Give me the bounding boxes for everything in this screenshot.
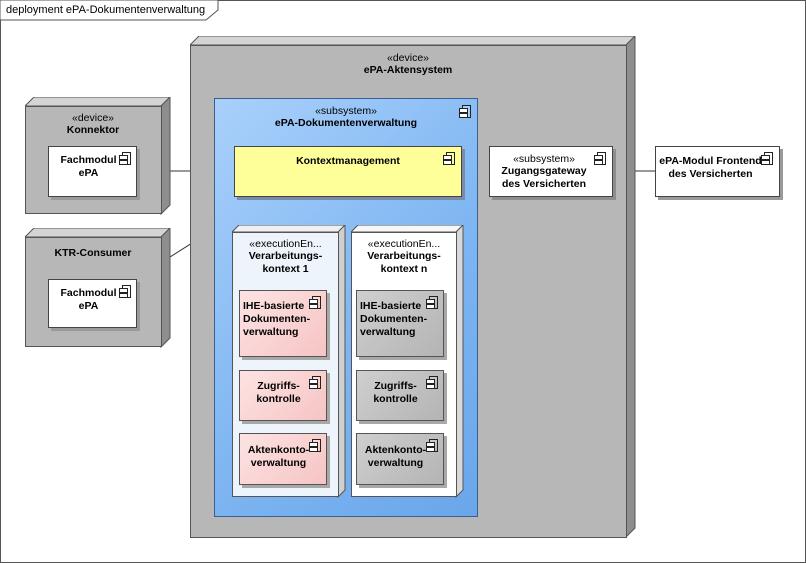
node-name-line2: kontext n bbox=[380, 263, 428, 275]
aktenkontoverwaltung-1-component[interactable]: Aktenkonto- verwaltung bbox=[239, 433, 327, 485]
ihe-dokumentenverwaltung-1-component[interactable]: IHE-basierte Dokumenten- verwaltung bbox=[239, 290, 327, 357]
component-icon bbox=[459, 105, 471, 118]
component-icon bbox=[443, 152, 455, 165]
aktenkontoverwaltung-n-component[interactable]: Aktenkonto- verwaltung bbox=[356, 433, 444, 485]
component-name: ePA-Modul Frontend des Versicherten bbox=[659, 155, 762, 180]
zugriffskontrolle-n-component[interactable]: Zugriffs- kontrolle bbox=[356, 370, 444, 421]
fachmodul-epa-konnektor-component[interactable]: Fachmodul ePA bbox=[48, 146, 137, 197]
subsystem-name-line1: Zugangsgateway bbox=[501, 165, 587, 177]
node-name: Konnektor bbox=[66, 124, 120, 136]
ihe-dokumentenverwaltung-n-component[interactable]: IHE-basierte Dokumenten- verwaltung bbox=[356, 290, 444, 357]
frame-tab bbox=[0, 0, 219, 21]
stereotype-label: «subsystem» bbox=[513, 153, 575, 165]
component-icon bbox=[119, 285, 131, 298]
component-icon bbox=[309, 439, 321, 452]
node-name-line1: Verarbeitungs- bbox=[248, 250, 323, 262]
component-icon bbox=[426, 296, 438, 309]
stereotype-label: «device» bbox=[71, 112, 115, 124]
epa-modul-frontend-component[interactable]: ePA-Modul Frontend des Versicherten bbox=[655, 146, 780, 197]
component-name: Kontextmanagement bbox=[296, 155, 400, 167]
node-name: ePA-Aktensystem bbox=[363, 64, 453, 76]
component-name: IHE-basierte Dokumenten- verwaltung bbox=[243, 300, 311, 338]
node-name: KTR-Consumer bbox=[54, 247, 132, 259]
component-name: IHE-basierte Dokumenten- verwaltung bbox=[360, 300, 428, 338]
component-icon bbox=[309, 296, 321, 309]
component-name: Aktenkonto- verwaltung bbox=[364, 444, 427, 469]
component-name: Aktenkonto- verwaltung bbox=[247, 444, 310, 469]
zugangsgateway-subsystem[interactable]: «subsystem» Zugangsgateway des Versicher… bbox=[489, 146, 613, 197]
zugriffskontrolle-1-component[interactable]: Zugriffs- kontrolle bbox=[239, 370, 327, 421]
kontextmanagement-component[interactable]: Kontextmanagement bbox=[234, 146, 462, 197]
component-icon bbox=[594, 152, 606, 165]
subsystem-name: ePA-Dokumentenverwaltung bbox=[274, 117, 418, 129]
component-icon bbox=[426, 439, 438, 452]
component-icon bbox=[119, 152, 131, 165]
component-icon bbox=[309, 376, 321, 389]
stereotype-label: «executionEn... bbox=[367, 238, 441, 250]
node-name-line1: Verarbeitungs- bbox=[367, 250, 441, 262]
stereotype-label: «device» bbox=[386, 52, 430, 64]
component-name: Zugriffs- kontrolle bbox=[256, 380, 301, 405]
component-icon bbox=[426, 376, 438, 389]
component-icon bbox=[761, 152, 773, 165]
component-name: Fachmodul ePA bbox=[60, 287, 117, 312]
fachmodul-epa-ktr-component[interactable]: Fachmodul ePA bbox=[48, 279, 137, 328]
stereotype-label: «executionEn... bbox=[249, 238, 322, 250]
subsystem-name-line2: des Versicherten bbox=[501, 178, 587, 190]
node-name-line2: kontext 1 bbox=[262, 263, 309, 275]
stereotype-label: «subsystem» bbox=[315, 105, 377, 117]
component-name: Fachmodul ePA bbox=[60, 154, 117, 179]
frame-title: deployment ePA-Dokumentenverwaltung bbox=[6, 4, 206, 16]
component-name: Zugriffs- kontrolle bbox=[373, 380, 418, 405]
